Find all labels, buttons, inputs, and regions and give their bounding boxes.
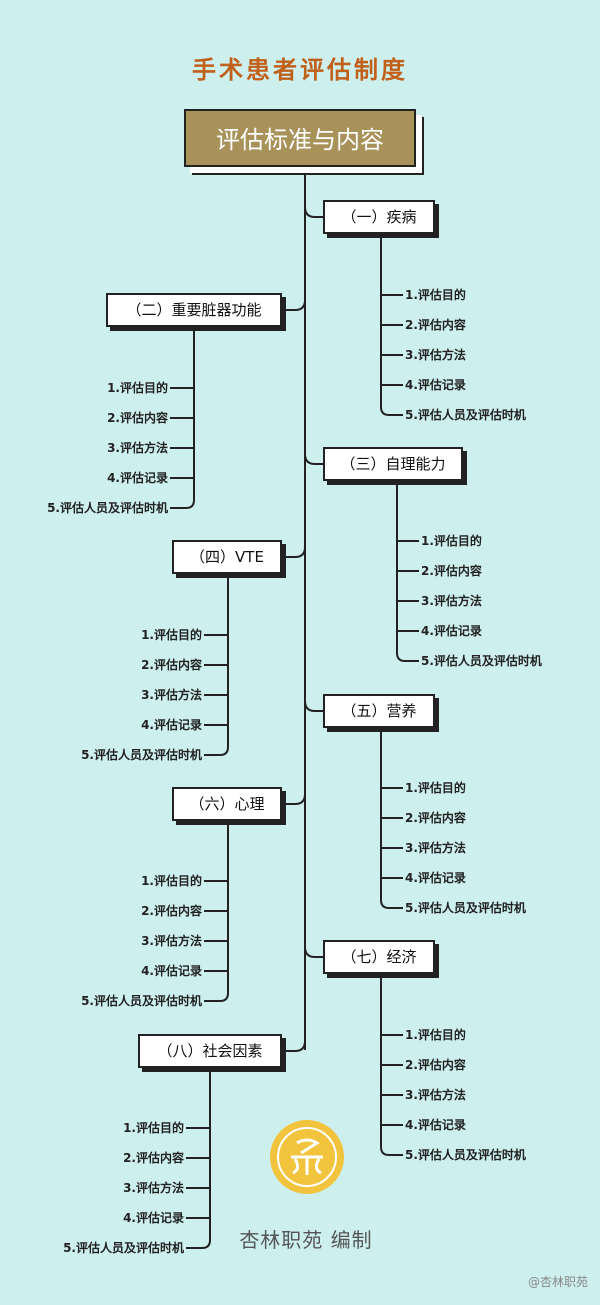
sub-item: 3.评估方法 — [141, 934, 202, 948]
sub-item: 1.评估目的 — [123, 1121, 184, 1135]
category-connector — [282, 1040, 306, 1052]
category-connector — [282, 793, 306, 805]
sub-item: 5.评估人员及评估时机 — [47, 501, 168, 515]
category-connector — [304, 206, 323, 218]
item-connector — [380, 1146, 403, 1156]
sub-item: 4.评估记录 — [421, 624, 482, 638]
category-connector — [304, 453, 323, 465]
category-node: （六）心理 — [172, 787, 282, 821]
category-node: （五）营养 — [323, 694, 435, 728]
logo-icon — [277, 1127, 337, 1187]
sub-item: 4.评估记录 — [405, 1118, 466, 1132]
sub-item: 1.评估目的 — [405, 288, 466, 302]
category-node: （八）社会因素 — [138, 1034, 282, 1068]
item-connector — [204, 992, 229, 1002]
sub-item: 4.评估记录 — [405, 378, 466, 392]
category-node: （一）疾病 — [323, 200, 435, 234]
sub-item: 4.评估记录 — [123, 1211, 184, 1225]
category-connector — [282, 299, 306, 311]
root-node: 评估标准与内容 — [184, 109, 416, 167]
sub-item: 1.评估目的 — [141, 628, 202, 642]
sub-item: 2.评估内容 — [123, 1151, 184, 1165]
sub-item: 5.评估人员及评估时机 — [405, 901, 526, 915]
item-connector — [380, 406, 403, 416]
sub-item: 2.评估内容 — [107, 411, 168, 425]
category-node: （二）重要脏器功能 — [106, 293, 282, 327]
logo — [270, 1120, 344, 1194]
sub-item: 5.评估人员及评估时机 — [405, 1148, 526, 1162]
sub-item: 1.评估目的 — [141, 874, 202, 888]
page-title: 手术患者评估制度 — [192, 55, 408, 84]
sub-item: 4.评估记录 — [141, 964, 202, 978]
sub-item: 1.评估目的 — [405, 1028, 466, 1042]
sub-item: 2.评估内容 — [141, 658, 202, 672]
sub-item: 1.评估目的 — [421, 534, 482, 548]
sub-item: 5.评估人员及评估时机 — [81, 748, 202, 762]
category-node: （三）自理能力 — [323, 447, 463, 481]
sub-item: 1.评估目的 — [405, 781, 466, 795]
editor-credit: 杏林职苑 编制 — [239, 1228, 373, 1252]
sub-item: 3.评估方法 — [405, 841, 466, 855]
watermark: @杏林职苑 — [527, 1275, 588, 1289]
sub-item: 2.评估内容 — [405, 811, 466, 825]
sub-item: 3.评估方法 — [405, 348, 466, 362]
category-connector — [304, 700, 323, 712]
sub-item: 2.评估内容 — [405, 318, 466, 332]
category-node: （四）VTE — [172, 540, 282, 574]
category-connector — [304, 946, 323, 958]
sub-item: 3.评估方法 — [123, 1181, 184, 1195]
category-connector — [282, 546, 306, 558]
sub-item: 1.评估目的 — [107, 381, 168, 395]
item-connector — [170, 499, 195, 509]
sub-item: 2.评估内容 — [405, 1058, 466, 1072]
sub-item: 2.评估内容 — [421, 564, 482, 578]
item-connector — [186, 1239, 211, 1249]
item-connector — [396, 652, 419, 662]
sub-item: 3.评估方法 — [107, 441, 168, 455]
category-node: （七）经济 — [323, 940, 435, 974]
sub-item: 2.评估内容 — [141, 904, 202, 918]
sub-item: 4.评估记录 — [141, 718, 202, 732]
item-connector — [380, 899, 403, 909]
sub-item: 5.评估人员及评估时机 — [405, 408, 526, 422]
sub-item: 3.评估方法 — [141, 688, 202, 702]
item-connector — [204, 746, 229, 756]
sub-item: 5.评估人员及评估时机 — [421, 654, 542, 668]
sub-item: 3.评估方法 — [405, 1088, 466, 1102]
sub-item: 3.评估方法 — [421, 594, 482, 608]
sub-item: 4.评估记录 — [405, 871, 466, 885]
sub-item: 5.评估人员及评估时机 — [63, 1241, 184, 1255]
sub-item: 5.评估人员及评估时机 — [81, 994, 202, 1008]
sub-item: 4.评估记录 — [107, 471, 168, 485]
